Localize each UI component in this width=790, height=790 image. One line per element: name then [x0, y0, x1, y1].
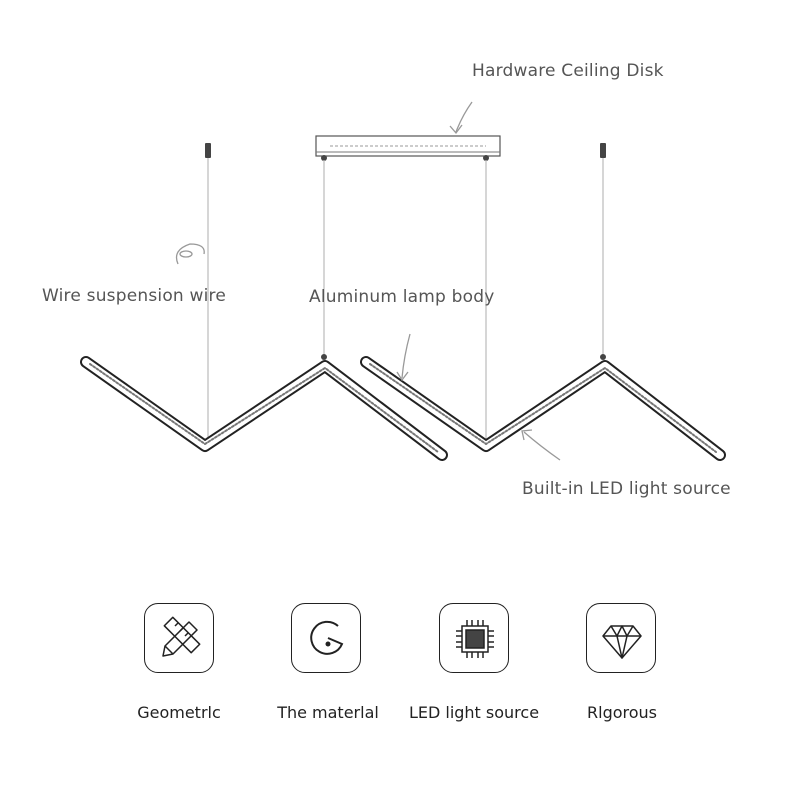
material-icon [310, 620, 344, 655]
feature-label-material: The materlal [277, 703, 379, 722]
pencil-ruler-icon [162, 616, 201, 657]
lamp-body-right [360, 356, 726, 461]
lamp-body-label: Aluminum lamp body [309, 287, 495, 307]
annotation-arrows [175, 101, 561, 461]
suspension-wires [207, 158, 604, 440]
feature-led [439, 603, 509, 673]
lamp-body-left [80, 356, 448, 461]
feature-label-led: LED light source [408, 703, 540, 722]
feature-label-geometric: Geometrlc [137, 703, 221, 722]
diamond-icon [602, 625, 642, 659]
chip-icon [456, 620, 494, 658]
feature-label-rigorous: Rlgorous [587, 703, 657, 722]
ceiling-disk-label: Hardware Ceiling Disk [472, 61, 664, 81]
led-source-label: Built-in LED light source [522, 479, 731, 499]
ceiling-disk [315, 135, 501, 161]
feature-rigorous [586, 603, 656, 673]
wire-label: Wire suspension wire [42, 286, 227, 306]
feature-material [291, 603, 361, 673]
feature-geometric [144, 603, 214, 673]
